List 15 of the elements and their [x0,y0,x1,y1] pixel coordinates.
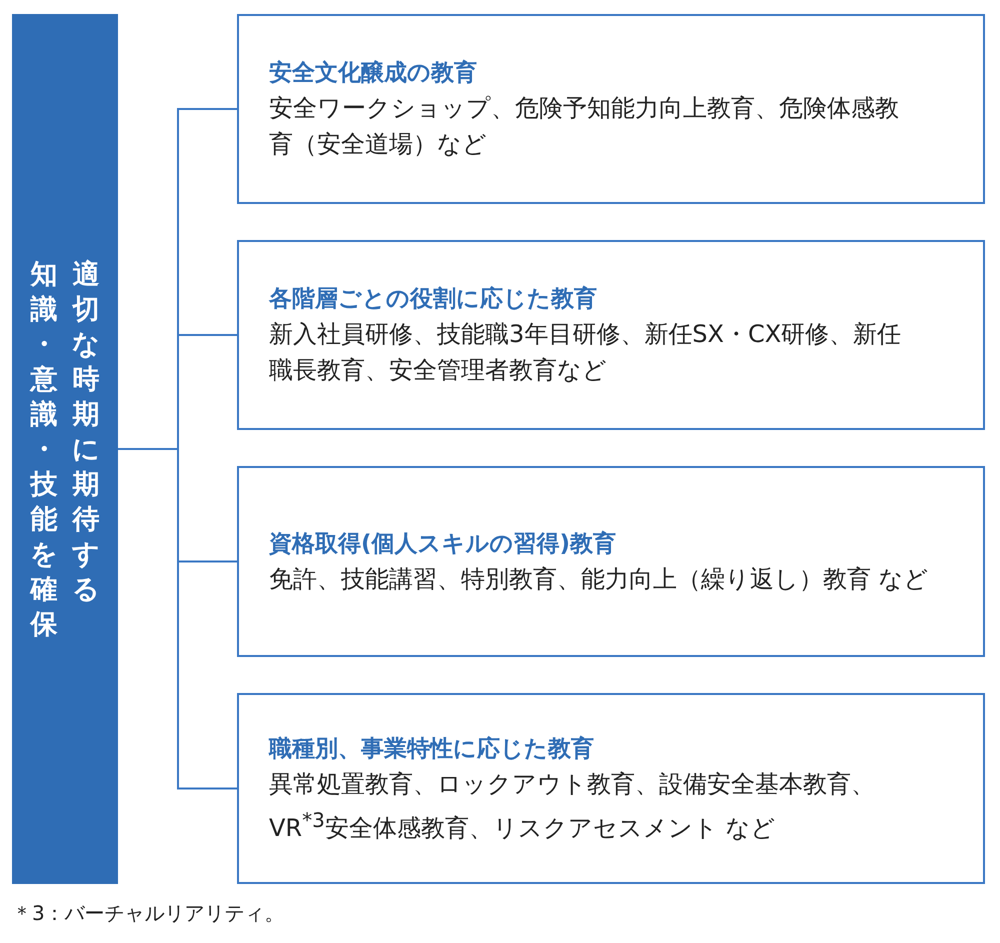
box-description: 新入社員研修、技能職3年目研修、新任SX・CX研修、新任職長教育、安全管理者教育など [269,319,902,386]
banner-text: 適切な時期に期待する知識・意識・技能を確保 [30,258,100,642]
footnote: ＊3：バーチャルリアリティ。 [12,900,285,927]
box-description: 異常処置教育、ロックアウト教育、設備安全基本教育、VR$^{*3}$安全体感教育、リスクアセスメント など [269,768,876,844]
box-heading: 安全文化醸成の教育 [269,58,478,88]
category-box [237,14,985,204]
category-box [237,466,985,657]
category-box [237,693,985,884]
category-box [237,240,985,430]
box-description: 安全ワークショップ、危険予知能力向上教育、危険体感教育（安全道場）など [269,93,900,160]
side-banner [12,14,118,884]
box-heading: 各階層ごとの役割に応じた教育 [269,284,598,314]
box-description: 免許、技能講習、特別教育、能力向上（繰り返し）教育 など [269,564,930,594]
box-heading: 資格取得(個人スキルの習得)教育 [269,530,618,558]
box-heading: 職種別、事業特性に応じた教育 [269,734,595,764]
